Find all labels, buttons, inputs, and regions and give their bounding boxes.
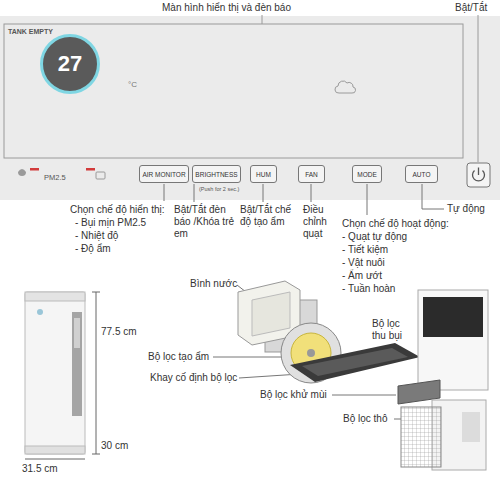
filter-tray [290,343,420,382]
part-label: 31.5 cm [22,463,58,475]
indicator-light [30,168,95,171]
indicator-light [86,168,95,171]
part-label: Màn hình hiển thị và đèn báo [162,2,291,14]
control-button: FAN [298,165,325,183]
water-tank [252,292,290,336]
panel-icon [18,169,26,176]
part-label: Bình nước [190,278,237,290]
part-label: - Tiết kiệm [342,244,388,256]
leader-line [394,419,401,420]
control-button: MODE [352,165,382,183]
air-purifier [74,318,80,348]
lower-housing [462,412,480,442]
control-button: HUM [250,165,277,183]
air-purifier [25,292,85,454]
coarse-filter [401,407,441,467]
part-label: 30 cm [101,440,128,452]
part-label: 77.5 cm [101,326,137,338]
part-label: °C [128,80,137,90]
part-label: - Quạt tự động [342,231,407,243]
part-label: - Ẩm ướt [342,270,382,282]
dimension-line [25,292,100,459]
filter-tray [290,343,420,382]
air-purifier [25,446,85,454]
button-text: AUTO [413,171,431,178]
part-label: Khay cố định bộ lọc [150,372,237,384]
part-label: - Vật nuôi [342,257,385,269]
display-ring: 27 [40,34,100,94]
part-label: Bộ lọc thu bụi [372,318,416,342]
dimension-line [92,292,100,293]
leader-line [311,184,312,202]
part-label: - Độ ẩm [75,243,111,255]
filter-tray [302,348,408,376]
power-button [467,163,490,187]
part-label: - Tuần hoàn [342,283,395,295]
display-bracket [478,15,479,162]
air-purifier [25,292,85,301]
leader-line [332,395,396,396]
panel-icon [335,81,356,93]
part-label: Bật/Tắt chế độ tạo ẩm [240,204,300,228]
panel-face [0,16,500,200]
indicator-light [30,168,39,171]
panel-face [0,16,500,200]
part-label: Điều chỉnh quạt [303,204,339,240]
coarse-filter [401,407,441,467]
leader-line [194,184,195,202]
leader-line [213,357,281,358]
button-text: HUM [256,171,271,178]
part-label: Bộ lọc thô [343,413,387,425]
button-text: FAN [305,171,318,178]
dust-filter-housing [418,290,488,390]
air-purifier [37,309,43,315]
part-label: Tự động [447,203,485,215]
display-bracket [4,15,478,162]
control-button: BRIGHTNESS [192,165,241,183]
dimension-line [25,459,85,460]
part-label: Bộ lọc tạo ẩm [148,351,209,363]
leader-line [263,184,264,202]
panel-icon [96,172,105,179]
display-value: 27 [58,51,82,77]
part-label: Bật/Tắt đèn báo /Khóa trẻ em [174,204,238,240]
control-panel: TANK EMPTY 27AIR MONITOR BRIGHTNESS HUM FAN M… [0,16,500,200]
part-label: Bật/Tắt [455,2,487,14]
button-text: BRIGHTNESS [195,171,237,178]
power-button [478,168,479,176]
part-label: PM2.5 [44,173,66,182]
display-bracket [262,15,263,24]
dimension-line [96,292,97,454]
part-label: - Nhiệt độ [75,230,118,242]
dimension-line [92,454,100,455]
part-label: Bộ lọc khử mùi [260,389,327,401]
leader-line [164,184,165,201]
dust-filter-housing [418,290,488,390]
part-label: Chọn chế độ hoạt động: [342,218,449,230]
humidifier-filter [307,349,315,357]
power-button [467,163,490,187]
control-button: AIR MONITOR [139,165,189,183]
display-bracket [4,24,463,158]
button-text: MODE [357,171,377,178]
part-label: (Push for 2 sec.) [199,186,239,193]
air-purifier [72,312,82,416]
control-button: AUTO [405,165,438,183]
part-label: Chọn chế độ hiển thị: [70,204,165,216]
leader-line [367,184,368,215]
part-label: - Bụi mịn PM2.5 [75,217,146,229]
leader-line [422,184,444,209]
dust-filter-housing [423,297,483,337]
button-text: AIR MONITOR [142,171,185,178]
status-text: TANK EMPTY [8,28,53,35]
air-purifier [25,292,85,454]
